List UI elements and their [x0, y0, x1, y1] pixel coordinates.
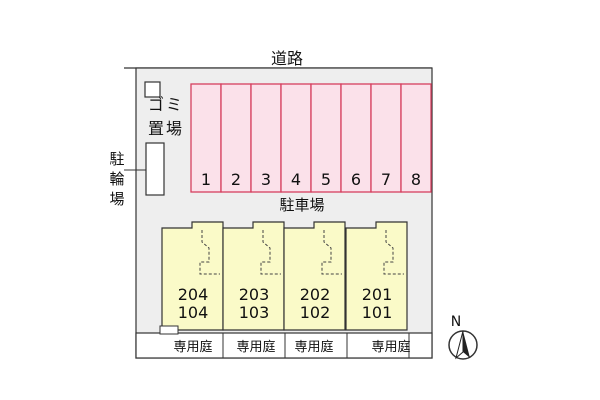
compass-label: N	[451, 314, 461, 330]
unit-number-upper: 202	[300, 285, 331, 304]
parking-space-number: 6	[351, 170, 361, 189]
bicycle-label-char: 輪	[109, 170, 124, 188]
parking-space-number: 3	[261, 170, 271, 189]
north-compass-icon	[448, 330, 478, 360]
private-garden-label: 専用庭	[173, 339, 212, 355]
parking-space	[220, 83, 252, 193]
unit-number-upper: 203	[239, 285, 270, 304]
garbage-label-char: ゴ	[148, 95, 164, 114]
bicycle-label-char: 駐	[109, 150, 124, 168]
unit-block	[345, 221, 408, 331]
unit-number-lower: 104	[178, 303, 209, 322]
stair-outline	[321, 230, 342, 275]
parking-space-number: 5	[321, 170, 331, 189]
parking-label: 駐車場	[279, 196, 324, 214]
bicycle-label-char: 場	[109, 190, 124, 208]
garbage-label-char: ミ	[166, 95, 182, 114]
stair-outline	[199, 230, 220, 275]
parking-space	[340, 83, 372, 193]
parking-space	[400, 83, 432, 193]
unit-number-lower: 103	[239, 303, 270, 322]
stair-outline	[260, 230, 281, 275]
parking-space-number: 8	[411, 170, 421, 189]
private-gardens: 専用庭 専用庭 専用庭 専用庭	[159, 325, 411, 358]
bicycle-parking	[145, 142, 165, 196]
unit-block	[283, 221, 346, 331]
stair-outline	[383, 230, 404, 275]
private-garden-strip	[135, 332, 433, 359]
unit-number-lower: 101	[362, 303, 393, 322]
parking-spaces: 1 2 3 4 5 6 7 8	[190, 83, 432, 193]
parking-space-number: 2	[231, 170, 241, 189]
private-garden-label: 専用庭	[371, 339, 410, 355]
parking-space	[280, 83, 312, 193]
parking-space-number: 7	[381, 170, 391, 189]
parking-space-number: 4	[291, 170, 301, 189]
garbage-station	[144, 81, 161, 98]
unit-number-upper: 201	[362, 285, 393, 304]
road-label: 道路	[271, 49, 303, 68]
unit-number-lower: 102	[300, 303, 331, 322]
unit-block	[222, 221, 285, 331]
parking-space-number: 1	[201, 170, 211, 189]
private-garden-label: 専用庭	[294, 339, 333, 355]
unit-number-upper: 204	[178, 285, 209, 304]
entrance-step	[159, 325, 179, 335]
garbage-label-char: 場	[166, 119, 182, 138]
garbage-label-char: 置	[148, 119, 164, 138]
private-garden-label: 専用庭	[236, 339, 275, 355]
